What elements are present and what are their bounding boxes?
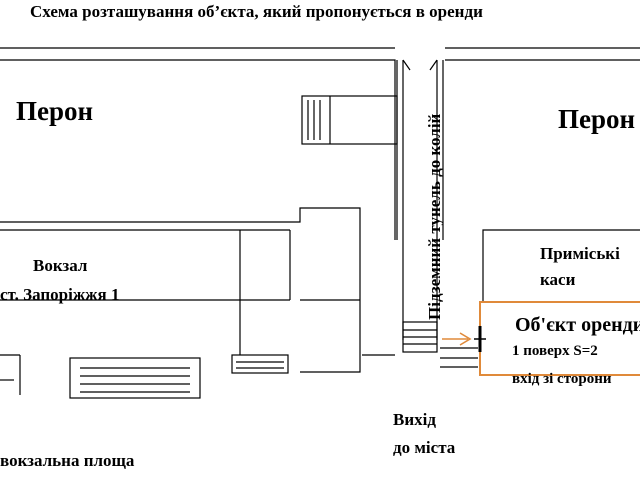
exit-label-line1: Вихід <box>393 410 436 429</box>
entry-arrow-icon <box>442 332 472 346</box>
stairs-top-left <box>301 95 398 145</box>
station-square-label: вокзальна площа <box>0 451 135 470</box>
platform-left-outline <box>0 59 396 240</box>
diagram-title: Схема розташування об’єкта, який пропону… <box>30 2 483 21</box>
object-outline <box>479 301 640 376</box>
station-entrance-steps <box>69 357 201 399</box>
suburban-label-line2: каси <box>540 270 576 289</box>
object-floor-area: 1 поверх S=2 <box>512 343 598 359</box>
object-title: Об'єкт оренди <box>515 314 640 336</box>
station-building <box>0 207 361 373</box>
tunnel-label: Підземний тунель до колій <box>425 113 444 320</box>
suburban-label-line1: Приміські <box>540 244 620 263</box>
platform-left-label: Перон <box>16 96 94 126</box>
object-entry-side: вхід зі сторони <box>512 371 612 387</box>
platform-right-label: Перон <box>558 104 636 134</box>
station-label: Вокзал <box>33 256 88 275</box>
suburban-ticket-office <box>482 229 640 302</box>
exit-label-line2: до міста <box>393 438 456 457</box>
station-address-label: ст. Запоріжжя 1 <box>0 285 120 304</box>
